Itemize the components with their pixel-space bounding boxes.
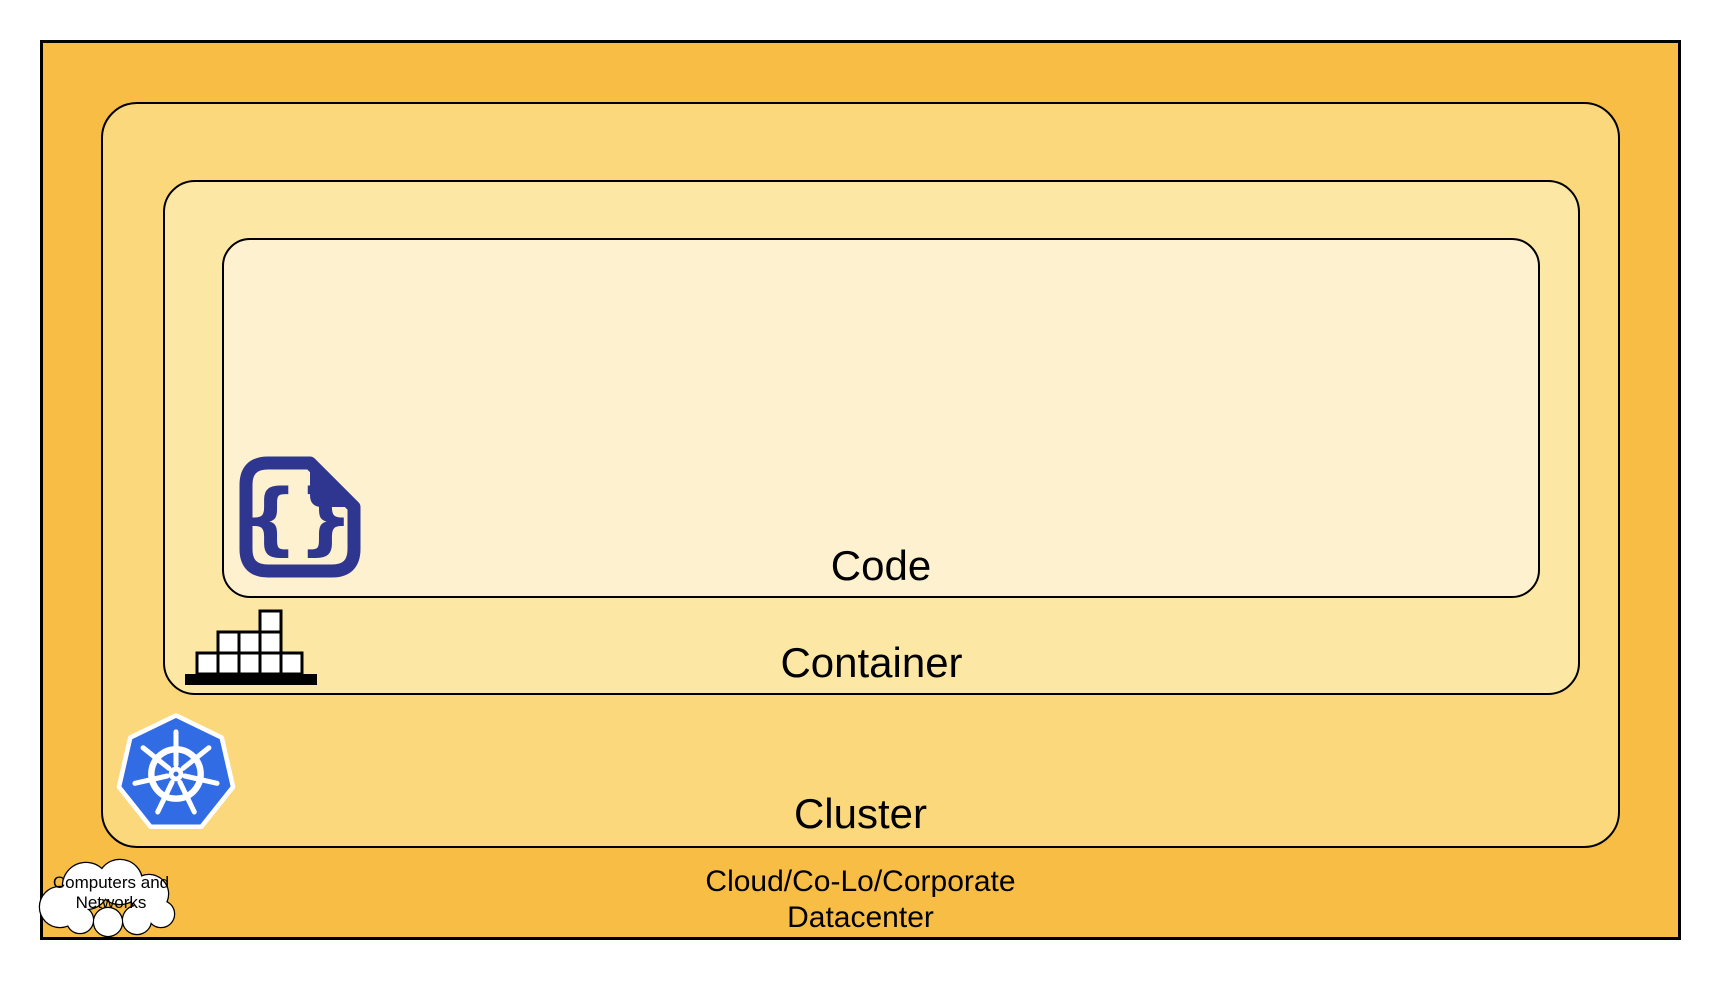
kubernetes-helm-icon (116, 713, 236, 830)
container-blocks-icon (185, 609, 317, 685)
cloud-shape (38, 858, 176, 938)
container-label: Container (780, 639, 963, 686)
code-file-icon: {} (239, 456, 361, 578)
cloud-callout-label: Computers and Networks (52, 873, 170, 912)
datacenter-label-line2: Datacenter (787, 901, 934, 934)
layer-datacenter: {} Code Container (38, 40, 1681, 940)
layer-cluster: {} Code Container (101, 102, 1620, 848)
svg-text:{}: {} (242, 474, 353, 564)
datacenter-label-line1: Cloud/Co-Lo/Corporate (705, 865, 1016, 898)
datacenter-label: Cloud/Co-Lo/Corporate Datacenter (43, 864, 1678, 936)
layer-container: {} Code Container (163, 180, 1580, 695)
cloud-computers-networks-icon: Computers and Networks (36, 852, 186, 938)
layer-code: {} Code (222, 238, 1540, 598)
code-label: Code (830, 542, 932, 589)
cluster-label: Cluster (793, 790, 928, 837)
